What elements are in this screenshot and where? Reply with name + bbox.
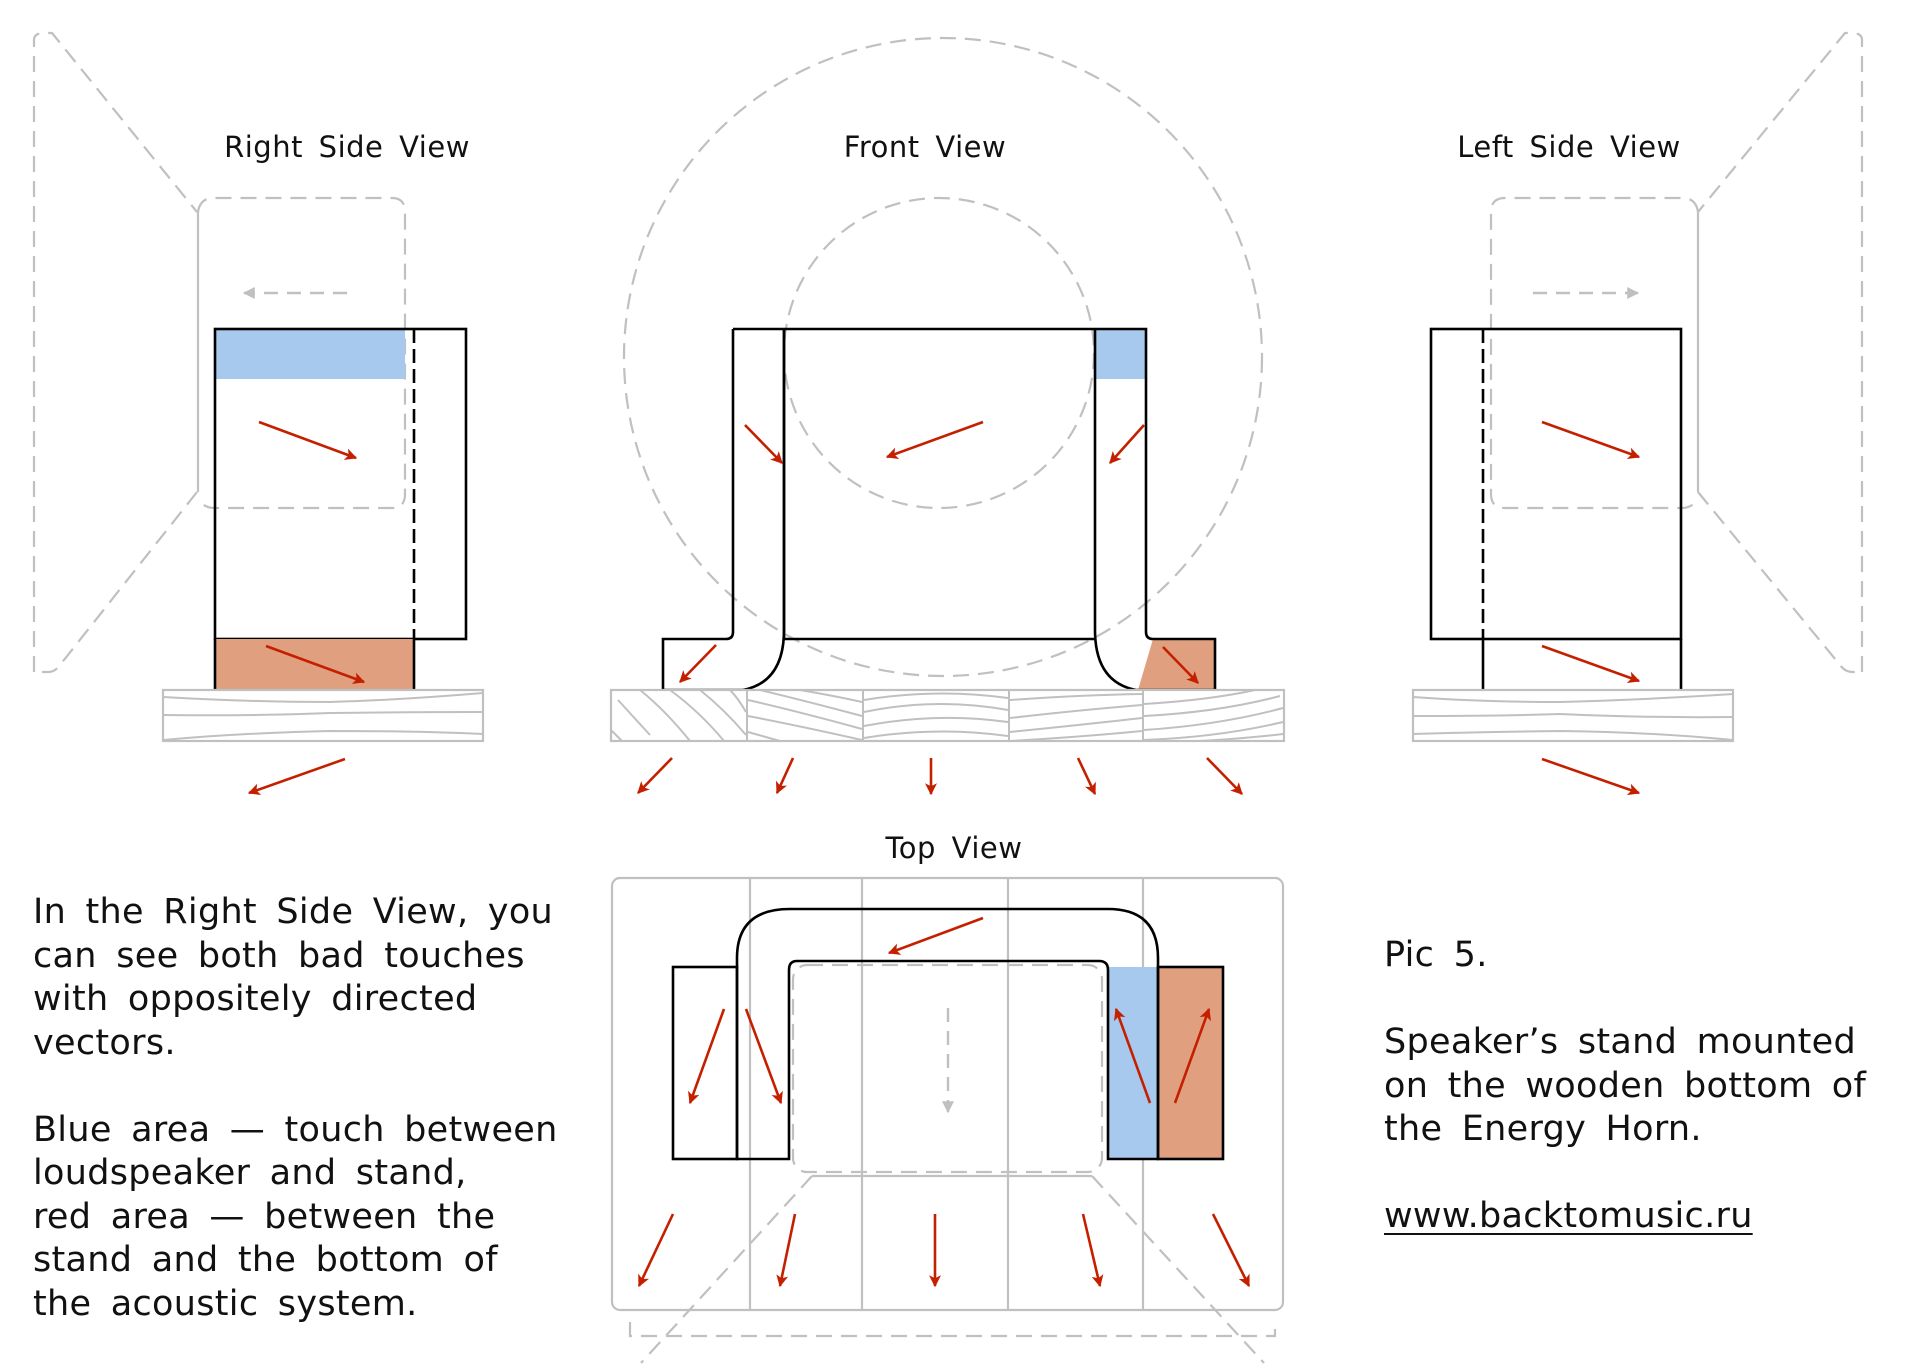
legend-line: the acoustic system. xyxy=(33,1283,418,1324)
vector-arrow xyxy=(1162,646,1199,684)
vector-arrow xyxy=(1541,420,1641,459)
stand-base-edges xyxy=(213,639,416,690)
left-side-view-title: Left Side View xyxy=(1457,130,1681,164)
caption-line: Speaker’s stand mounted xyxy=(1384,1022,1857,1062)
top-view: Top View xyxy=(610,831,1285,1364)
vector-arrow xyxy=(1541,644,1641,683)
vector-arrow xyxy=(688,1008,726,1105)
explanation-text: In the Right Side View, you can see both… xyxy=(33,891,593,1326)
horn-mouth-circle xyxy=(622,36,1264,678)
wooden-bottom xyxy=(1411,688,1735,743)
figure-caption: Pic 5. xyxy=(1384,935,1488,975)
vector-arrow xyxy=(1173,1007,1211,1104)
blue-contact-area xyxy=(1108,967,1158,1159)
blue-contact-area xyxy=(1095,329,1146,379)
blue-contact-area xyxy=(215,329,405,379)
legend-line: red area — between the xyxy=(33,1196,496,1237)
vector-arrow xyxy=(1211,1213,1251,1288)
wooden-bottom xyxy=(161,688,485,743)
red-contact-area xyxy=(1138,639,1215,690)
stand-body xyxy=(1429,327,1683,641)
website-link[interactable]: www.backtomusic.ru xyxy=(1384,1196,1753,1236)
stand-outline xyxy=(735,907,1160,1161)
loudspeaker-outline xyxy=(791,963,1104,1174)
vector-arrow xyxy=(637,757,673,794)
legend-line: Blue area — touch between xyxy=(33,1109,558,1150)
vector-arrow xyxy=(247,757,346,796)
legend-line: loudspeaker and stand, xyxy=(33,1153,467,1193)
loudspeaker-outline xyxy=(1489,196,1700,510)
front-view-title: Front View xyxy=(844,130,1006,164)
vector-arrow xyxy=(265,644,366,684)
right-side-view: Right Side View xyxy=(32,31,485,796)
horn-outline xyxy=(32,31,198,674)
vector-arrow xyxy=(887,916,984,955)
horn-mouth-outline xyxy=(628,1322,1277,1338)
vector-arrow xyxy=(775,757,795,795)
top-view-title: Top View xyxy=(885,831,1023,865)
vector-arrow xyxy=(1541,757,1641,796)
stand-outline xyxy=(661,327,1217,692)
wooden-bottom-outline xyxy=(610,876,1285,1312)
front-view: Front View xyxy=(609,36,1286,796)
vector-arrow xyxy=(885,420,984,459)
horn-walls xyxy=(640,1175,1265,1364)
right-side-view-title: Right Side View xyxy=(224,130,470,164)
loudspeaker-circle xyxy=(782,196,1096,510)
vector-arrow xyxy=(1076,757,1097,796)
caption-line: on the wooden bottom of xyxy=(1384,1065,1867,1106)
vector-arrow xyxy=(744,1008,783,1105)
vector-arrow xyxy=(258,420,358,460)
horn-outline xyxy=(1697,31,1864,674)
vector-arrow xyxy=(637,1213,675,1288)
vector-arrow xyxy=(1081,1213,1104,1288)
explanation-line: with oppositely directed xyxy=(33,979,478,1019)
vector-arrow xyxy=(744,424,783,464)
vector-arrow xyxy=(1206,757,1243,795)
vector-arrow xyxy=(776,1213,797,1288)
vector-arrow xyxy=(1109,424,1145,464)
vector-arrow xyxy=(679,644,717,683)
stand-base-edges xyxy=(1481,639,1683,690)
explanation-line: In the Right Side View, you xyxy=(33,892,554,932)
explanation-line: can see both bad touches xyxy=(33,935,525,976)
caption-text: Pic 5. Speaker’s stand mounted on the wo… xyxy=(1384,934,1904,1239)
caption-line: the Energy Horn. xyxy=(1384,1109,1702,1149)
wooden-bottom xyxy=(609,688,1286,743)
legend-line: stand and the bottom of xyxy=(33,1240,498,1280)
vector-arrow xyxy=(1114,1007,1152,1104)
left-side-view: Left Side View xyxy=(1411,31,1864,796)
explanation-line: vectors. xyxy=(33,1022,176,1063)
